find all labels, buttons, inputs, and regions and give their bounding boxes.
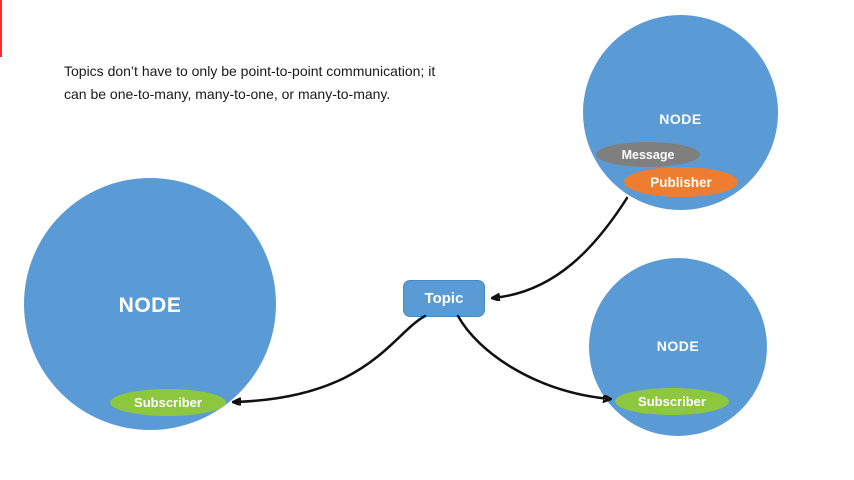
red-edge-line <box>0 0 2 57</box>
subscriber-pill-left: Subscriber <box>110 389 226 416</box>
caption-text: Topics don’t have to only be point-to-po… <box>64 60 514 106</box>
node-label-left: NODE <box>118 294 182 317</box>
topic-label: Topic <box>424 290 464 307</box>
subscriber-pill-right: Subscriber <box>615 388 729 415</box>
arrow-topic-to-right-subscriber <box>456 314 610 399</box>
arrow-publisher-to-topic <box>493 196 629 298</box>
subscriber-label-right: Subscriber <box>638 394 706 409</box>
node-label-top-right: NODE <box>659 111 702 127</box>
publisher-label: Publisher <box>650 174 712 190</box>
node-label-bottom-right: NODE <box>656 338 700 354</box>
subscriber-label-left: Subscriber <box>134 395 202 410</box>
caption-line-2: can be one-to-many, many-to-one, or many… <box>64 86 391 102</box>
message-pill: Message <box>596 142 700 167</box>
caption-line-1: Topics don’t have to only be point-to-po… <box>64 63 436 79</box>
topic-box: Topic <box>403 280 485 317</box>
publisher-pill: Publisher <box>624 167 738 197</box>
message-label: Message <box>621 147 675 162</box>
